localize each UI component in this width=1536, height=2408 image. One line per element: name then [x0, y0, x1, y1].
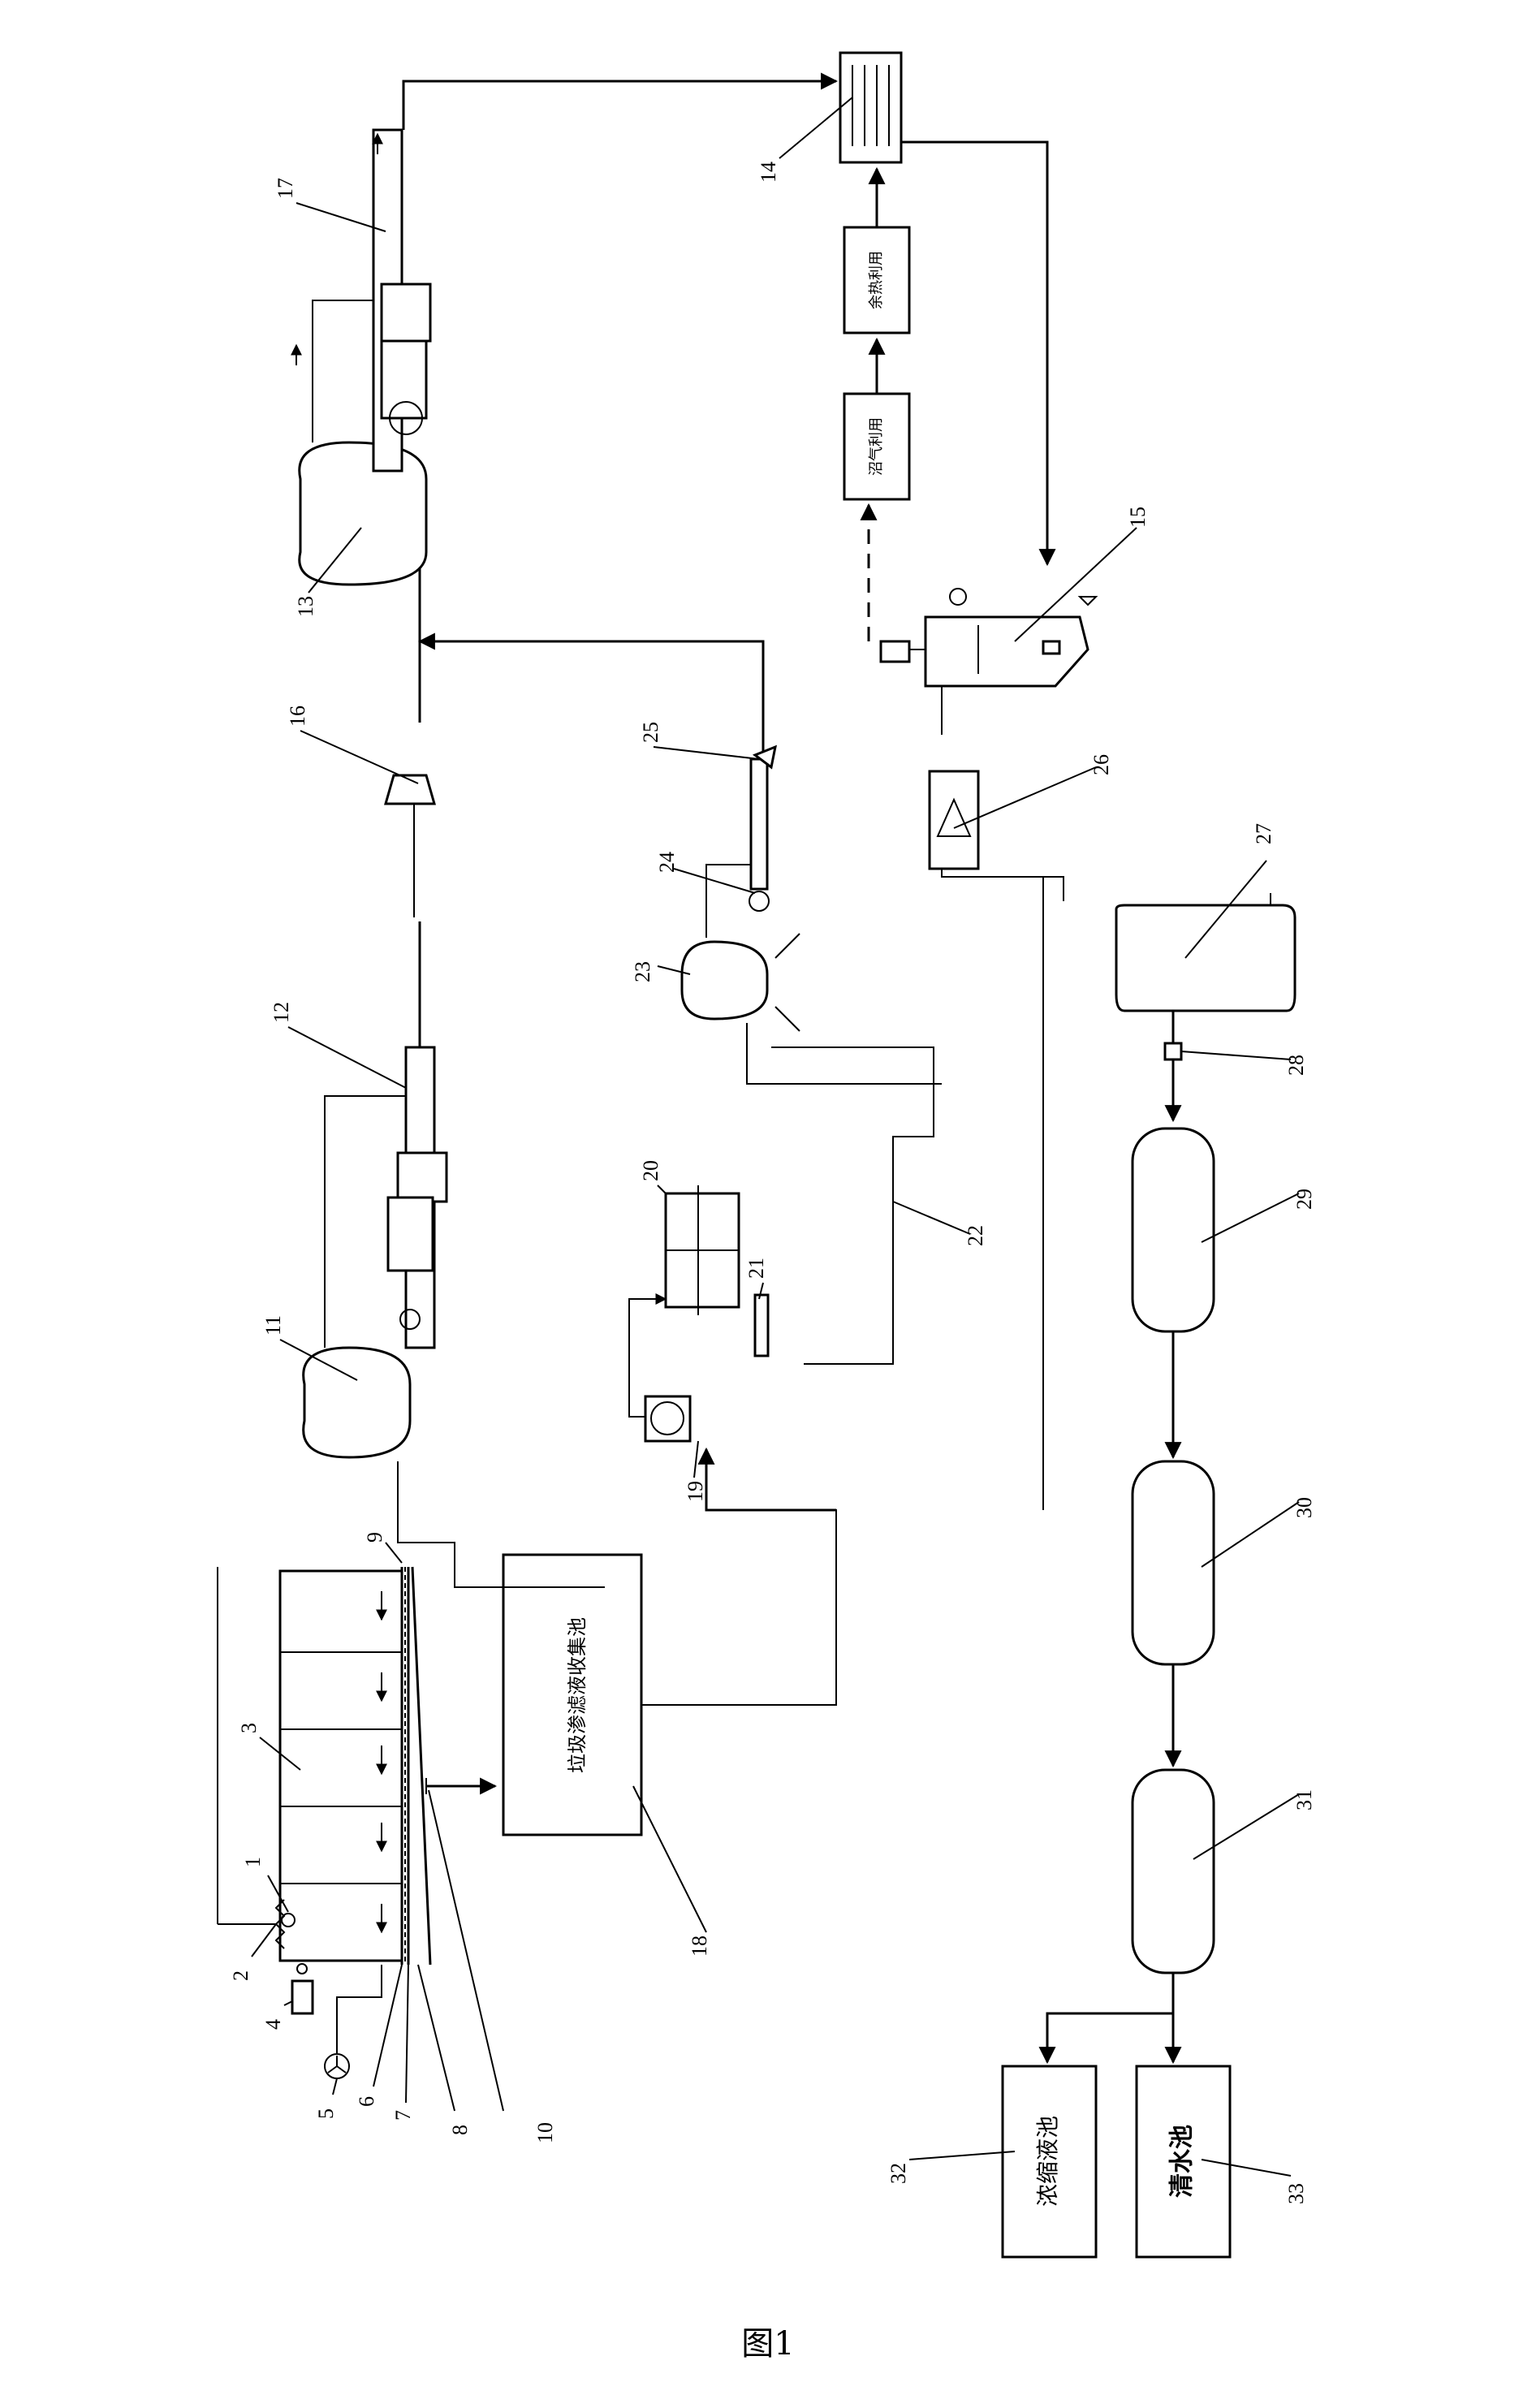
anaerobic-reactor: [879, 588, 1098, 735]
concentrate-pool-label: 浓缩液池: [1034, 2116, 1061, 2207]
upper-treatment-line: [291, 51, 1056, 1459]
label-7: 7: [391, 2110, 415, 2121]
label-17: 17: [274, 178, 297, 199]
label-9: 9: [363, 1532, 386, 1543]
landfill-cell: [217, 1566, 498, 2079]
label-32: 32: [887, 2163, 910, 2184]
number-labels: 1 2 3 4 5 6 7 8 9 10 11 12 13 14 15 16 1…: [229, 162, 1316, 2204]
figure-caption: 图1: [741, 2325, 794, 2363]
label-25: 25: [639, 722, 662, 743]
label-10: 10: [533, 2122, 557, 2143]
label-28: 28: [1284, 1055, 1308, 1076]
label-19: 19: [684, 1481, 707, 1502]
label-12: 12: [270, 1002, 293, 1023]
leachate-collection-pool: 垃圾渗滤液收集池: [397, 1461, 837, 1836]
waste-heat-label: 余热利用: [868, 251, 885, 309]
label-33: 33: [1284, 2183, 1308, 2204]
label-2: 2: [229, 1970, 252, 1981]
output-pools: 浓缩液池 清水池: [1001, 2065, 1232, 2259]
label-24: 24: [655, 852, 679, 873]
recirculation-unit: [628, 1185, 836, 1512]
filter-and-buffer-tank: [928, 770, 1297, 1510]
label-31: 31: [1292, 1789, 1316, 1810]
label-22: 22: [964, 1225, 987, 1246]
label-20: 20: [639, 1160, 662, 1181]
label-27: 27: [1252, 823, 1275, 844]
label-15: 15: [1126, 507, 1150, 528]
label-1: 1: [241, 1857, 265, 1867]
label-26: 26: [1089, 754, 1113, 775]
biogas-use-label: 沼气利用: [868, 417, 885, 476]
label-13: 13: [294, 596, 317, 617]
label-14: 14: [757, 162, 780, 183]
middle-treatment-line: [417, 632, 942, 1365]
label-29: 29: [1292, 1189, 1316, 1210]
label-6: 6: [355, 2096, 378, 2107]
membrane-stacks: [1038, 1127, 1215, 2065]
label-21: 21: [744, 1258, 768, 1279]
label-8: 8: [448, 2125, 472, 2135]
callout-leaders: [251, 97, 1300, 2177]
label-4: 4: [261, 2019, 285, 2030]
label-18: 18: [688, 1935, 711, 1957]
collection-pool-label: 垃圾渗滤液收集池: [566, 1617, 589, 1773]
label-16: 16: [286, 706, 309, 727]
label-11: 11: [261, 1315, 285, 1336]
label-30: 30: [1292, 1497, 1316, 1518]
label-3: 3: [237, 1723, 261, 1733]
energy-recovery: 余热利用 沼气利用: [843, 166, 911, 641]
label-23: 23: [631, 961, 654, 982]
clean-water-pool-label: 清水池: [1168, 2125, 1197, 2198]
label-5: 5: [314, 2108, 338, 2119]
